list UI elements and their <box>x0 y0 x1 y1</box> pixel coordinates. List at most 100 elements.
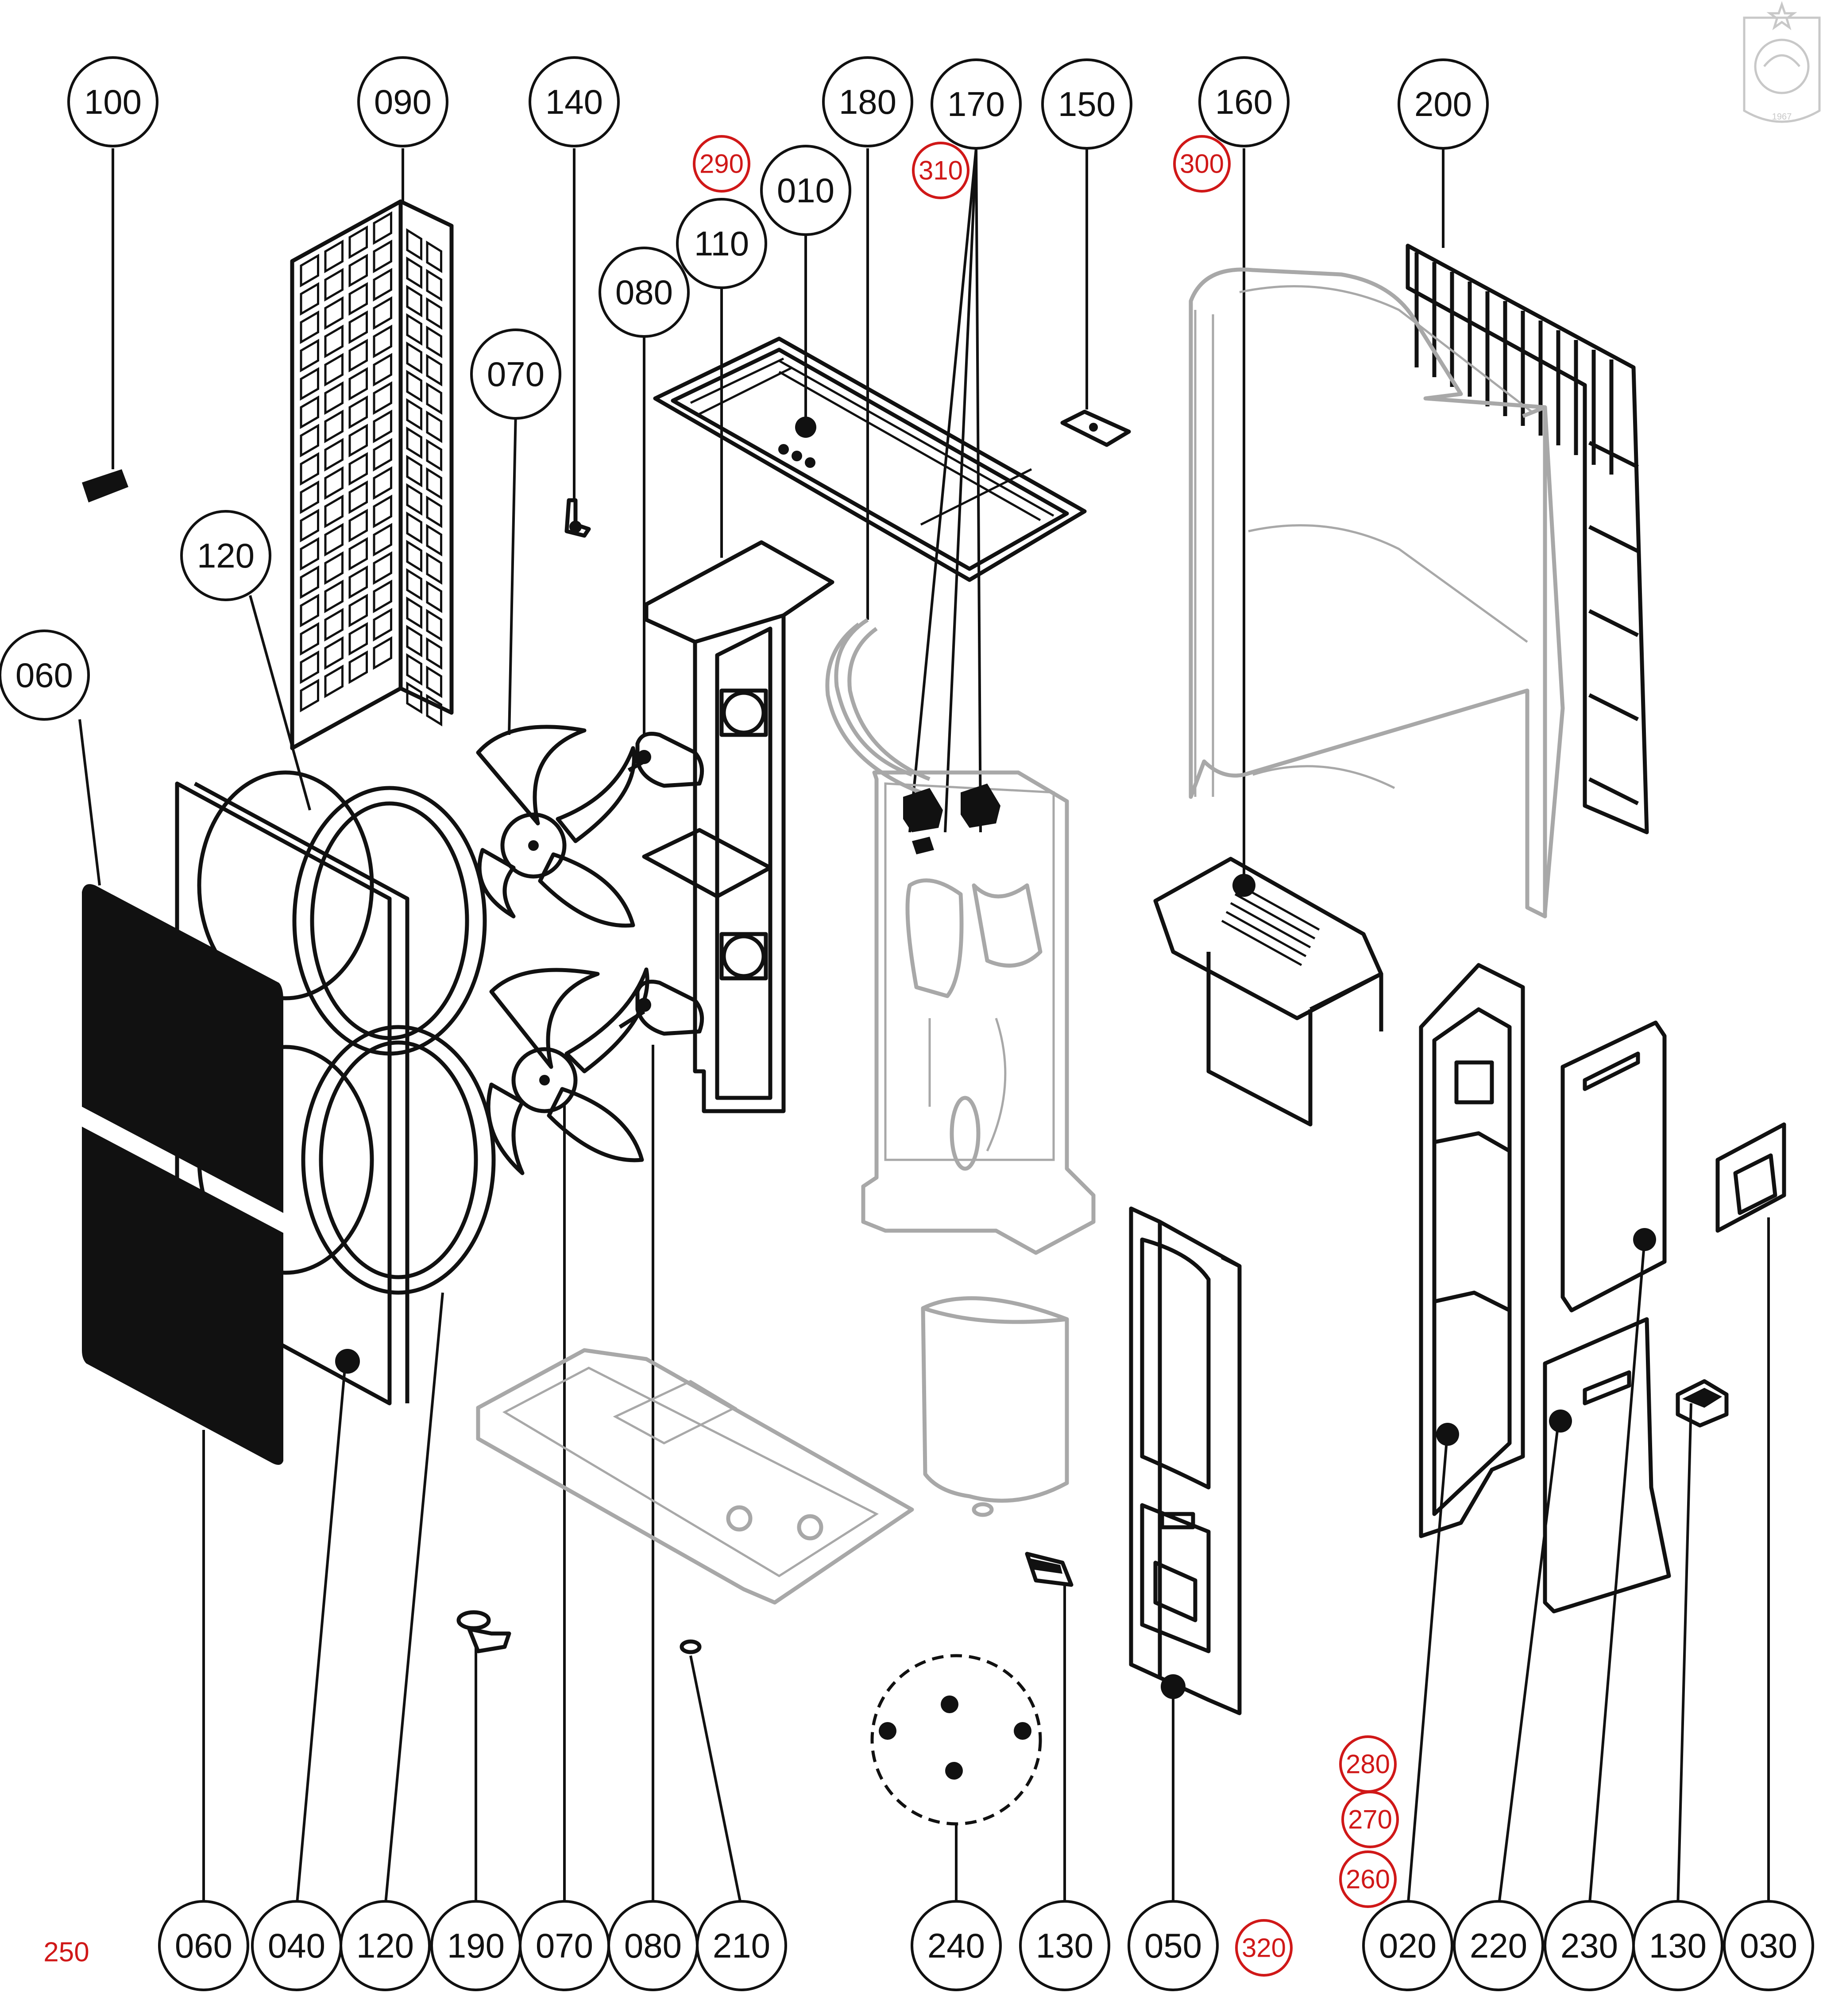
callout-150-label: 150 <box>1058 85 1116 124</box>
grille-cell <box>348 480 368 514</box>
callout-150: 150 <box>1041 58 1132 150</box>
grille-rail <box>1588 693 1639 722</box>
grille-cell <box>406 426 422 459</box>
grille-cell <box>348 395 368 429</box>
callout-110-circle <box>676 198 767 289</box>
grille-cell <box>426 552 442 585</box>
grille-cell <box>300 424 319 458</box>
callout-020-circle <box>1362 1900 1453 1991</box>
callout-030-circle <box>1723 1900 1814 1991</box>
part-180-piping-assembly <box>825 618 1096 1255</box>
grille-cell <box>348 225 368 259</box>
grille-cell <box>406 596 422 629</box>
callout-030-label: 030 <box>1740 1926 1797 1965</box>
red-320-circle <box>1235 1919 1293 1977</box>
red-280-label: 280 <box>1346 1750 1390 1779</box>
grille-cell <box>373 409 392 444</box>
grille-cell <box>406 540 422 572</box>
red-260-label: 260 <box>1346 1865 1390 1894</box>
grille-cell <box>426 524 442 556</box>
grille-rail <box>1588 525 1639 553</box>
callout-010: 010 <box>760 145 851 236</box>
red-260-circle <box>1339 1850 1397 1908</box>
callout-130-circle <box>1019 1900 1110 1991</box>
callout-120-top: 120 <box>180 510 271 601</box>
grille-cell <box>300 395 319 429</box>
grille-cell <box>300 254 319 288</box>
grille-cell <box>324 608 344 642</box>
red-260: 260 <box>1339 1850 1397 1908</box>
red-270-label: 270 <box>1348 1805 1392 1834</box>
red-310-circle <box>912 142 969 199</box>
grille-cell <box>426 269 442 301</box>
grille-cell <box>324 324 344 359</box>
part-060-front-grille-upper <box>82 884 283 1213</box>
callout-140-circle <box>529 56 620 147</box>
grille-cell <box>324 381 344 415</box>
callout-160: 160 <box>1198 56 1290 147</box>
part-050-side-panel <box>1129 1206 1242 1715</box>
callout-120-circle <box>340 1900 431 1991</box>
callout-110-label: 110 <box>694 224 749 263</box>
grille-cell <box>373 296 392 330</box>
callout-120-top-circle <box>180 510 271 601</box>
grille-cell <box>348 310 368 344</box>
grille-cell <box>300 650 319 684</box>
grille-cell <box>426 665 442 698</box>
grille-cell <box>406 483 422 516</box>
grille-cell <box>348 594 368 628</box>
part-accumulator <box>921 1296 1069 1517</box>
callout-210-circle <box>696 1900 787 1991</box>
part-coil-heat-exchanger <box>1189 267 1565 919</box>
callout-080-top: 080 <box>599 247 690 338</box>
grille-cell <box>426 580 442 613</box>
callout-120-top-label: 120 <box>197 536 255 575</box>
grille-cell <box>324 466 344 500</box>
callout-120: 120 <box>340 1900 431 1991</box>
grille-cell <box>373 551 392 585</box>
grille-cell <box>426 609 442 641</box>
grille-cell <box>406 341 422 374</box>
callout-070-top-circle <box>470 328 561 420</box>
callout-210: 210 <box>696 1900 787 1991</box>
callout-220-label: 220 <box>1470 1926 1527 1965</box>
red-320: 320 <box>1235 1919 1293 1977</box>
grille-cell <box>426 382 442 415</box>
red-300: 300 <box>1173 135 1231 193</box>
callout-050: 050 <box>1128 1900 1219 1991</box>
grille-cell <box>324 494 344 529</box>
callout-190-label: 190 <box>447 1926 505 1965</box>
grille-cell <box>348 424 368 458</box>
grille-cell <box>426 240 442 273</box>
red-310-label: 310 <box>919 156 963 185</box>
grille-cell <box>348 367 368 401</box>
callout-170: 170 <box>931 58 1022 150</box>
part-030-valve-cover <box>1715 1122 1786 1233</box>
grille-cell <box>373 211 392 245</box>
part-base-pan <box>476 1348 914 1605</box>
grille-cell <box>373 636 392 670</box>
callout-070: 070 <box>519 1900 610 1991</box>
callout-070-top: 070 <box>470 328 561 420</box>
part-210-washer <box>680 1639 702 1654</box>
grille-cell <box>373 353 392 387</box>
part-150-bracket <box>1060 409 1131 447</box>
grille-cell <box>324 438 344 472</box>
callout-060-label: 060 <box>175 1926 232 1965</box>
part-100-clip <box>82 469 128 502</box>
callout-240-circle <box>911 1900 1002 1991</box>
callout-060-circle <box>158 1900 249 1991</box>
callout-090: 090 <box>357 56 448 147</box>
callout-080-top-circle <box>599 247 690 338</box>
callout-130b: 130 <box>1632 1900 1723 1991</box>
grille-cell <box>426 694 442 726</box>
callout-200: 200 <box>1398 58 1489 150</box>
callout-140: 140 <box>529 56 620 147</box>
callout-160-circle <box>1198 56 1290 147</box>
grille-cell <box>348 339 368 373</box>
part-170-valves <box>903 784 1000 854</box>
part-090-side-grille <box>290 199 454 750</box>
grille-cell <box>300 537 319 571</box>
callout-200-label: 200 <box>1414 85 1472 124</box>
